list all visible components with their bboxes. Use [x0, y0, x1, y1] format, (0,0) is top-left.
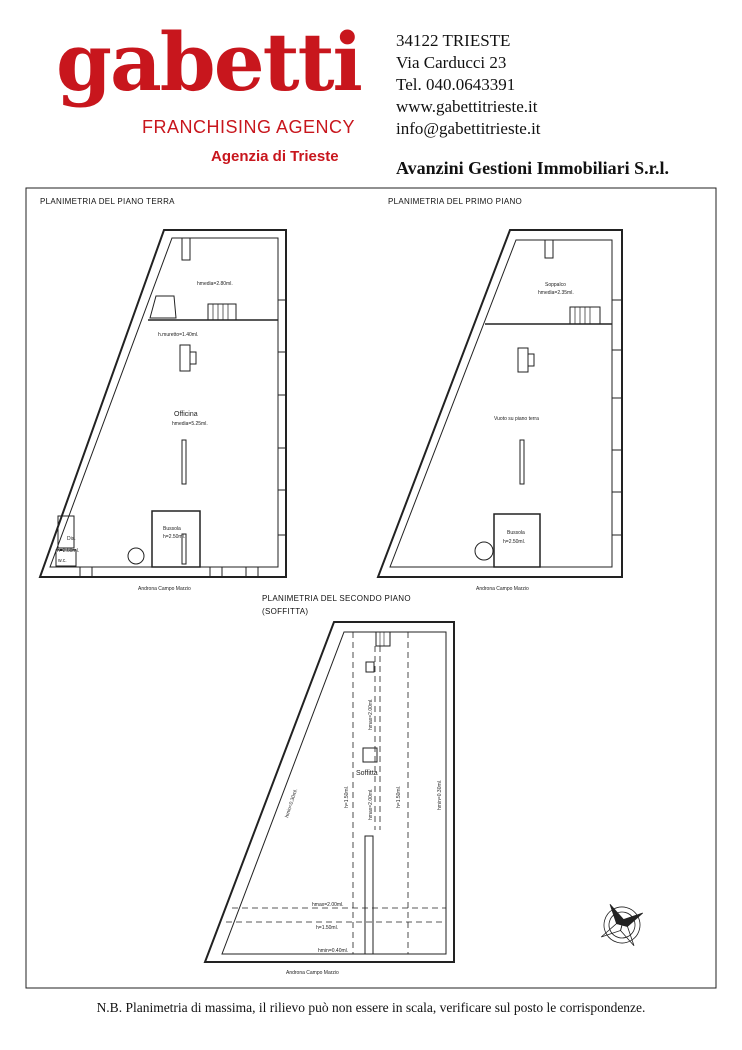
second-floor-title: PLANIMETRIA DEL SECONDO PIANO	[262, 594, 411, 603]
second-label-h-left-wall: hmin=0.30ml.	[284, 788, 299, 819]
ground-label-bussola-height: h=2.50ml.	[163, 534, 185, 540]
second-label-h-right-wall: hmin=0.30ml.	[437, 780, 443, 810]
ground-label-hmuretto: h.muretto=1.40ml.	[158, 332, 198, 338]
second-label-h-top: hmax=2.00ml.	[368, 698, 374, 730]
contact-phone: Tel. 040.0643391	[396, 75, 516, 94]
first-inner-outline	[389, 239, 613, 568]
ground-label-hmedia-upper: hmedia=2.80ml.	[197, 281, 233, 287]
second-floor-plan	[203, 621, 455, 963]
ground-column-2	[181, 439, 187, 485]
second-label-hmax-bottom: hmax=2.00ml.	[312, 902, 344, 908]
logo-wordmark: gabetti	[56, 15, 363, 109]
second-label-street: Androna Campo Marzio	[286, 970, 339, 976]
first-bussola	[493, 513, 541, 568]
ground-stairs	[207, 303, 237, 321]
second-floor-subtitle: (SOFFITTA)	[262, 607, 309, 616]
ground-floor-labels: hmedia=2.80ml. h.muretto=1.40ml. Officin…	[57, 281, 233, 592]
first-spiral-stair	[474, 541, 494, 561]
first-column-1	[517, 347, 529, 373]
ground-outline	[38, 229, 287, 578]
ground-shaft	[149, 295, 177, 319]
ground-column-top	[181, 237, 191, 261]
second-label-h1-left: h=1.50ml.	[344, 786, 350, 808]
first-label-soppalco: Soppalco	[545, 282, 566, 288]
second-floor-labels: Soffitta hmax=2.00ml. hmax=2.00ml. h=1.5…	[284, 698, 443, 976]
header: gabetti FRANCHISING AGENCY Agenzia di Tr…	[0, 0, 742, 185]
ground-floor-plan	[38, 229, 287, 578]
sheet-border	[25, 187, 717, 989]
ground-label-room: Officina	[174, 411, 198, 418]
second-inner-outline	[221, 631, 447, 955]
ground-small-room	[57, 515, 75, 549]
first-label-void: Vuoto su piano terra	[494, 416, 539, 422]
ground-inner-outline	[49, 237, 279, 568]
ground-column-1	[179, 344, 191, 372]
ground-label-small-room: Dis.	[67, 536, 76, 542]
company-name: Avanzini Gestioni Immobiliari S.r.l.	[396, 158, 670, 178]
ground-label-bussola: Bussola	[163, 526, 181, 532]
first-label-bussola-height: h=2.50ml.	[503, 539, 525, 545]
ground-bussola	[151, 510, 201, 568]
contact-zip-city: 34122 TRIESTE	[396, 31, 511, 50]
second-stairs	[375, 631, 391, 647]
first-floor-title: PLANIMETRIA DEL PRIMO PIANO	[388, 197, 523, 206]
second-outline	[203, 621, 455, 963]
second-label-h1-right: h=1.50ml.	[396, 786, 402, 808]
footer-note: N.B. Planimetria di massima, il rilievo …	[96, 1000, 646, 1015]
first-column-2	[519, 439, 525, 485]
first-floor-plan	[376, 229, 623, 578]
second-label-h-mid: hmax=2.00ml.	[368, 788, 374, 820]
ground-floor-title: PLANIMETRIA DEL PIANO TERRA	[40, 197, 175, 206]
ground-label-street: Androna Campo Marzio	[138, 586, 191, 592]
compass-rose-icon	[600, 903, 644, 947]
ground-label-wc: w.c.	[58, 558, 67, 564]
ground-spiral-stair	[127, 547, 145, 565]
second-label-hmin-bottom: hmin=0.40ml.	[318, 948, 348, 954]
second-label-h-bottom: h=1.50ml.	[316, 925, 338, 931]
first-outline	[376, 229, 623, 578]
first-label-bussola: Bussola	[507, 530, 525, 536]
contact-website[interactable]: www.gabettitrieste.it	[396, 97, 538, 116]
second-label-room: Soffitta	[356, 770, 378, 777]
contact-address: Via Carducci 23	[396, 53, 507, 72]
logo-agency: Agenzia di Trieste	[211, 148, 339, 165]
logo-subtitle: FRANCHISING AGENCY	[142, 117, 356, 137]
first-label-soppalco-height: hmedia=2.35ml.	[538, 290, 574, 296]
ground-label-room-height: hmedia=5.25ml.	[172, 421, 208, 427]
first-floor-labels: Soppalco hmedia=2.35ml. Vuoto su piano t…	[476, 282, 574, 592]
contact-email[interactable]: info@gabettitrieste.it	[396, 119, 541, 138]
ground-label-small-height: h=2.60ml.	[57, 548, 79, 554]
first-label-street: Androna Campo Marzio	[476, 586, 529, 592]
